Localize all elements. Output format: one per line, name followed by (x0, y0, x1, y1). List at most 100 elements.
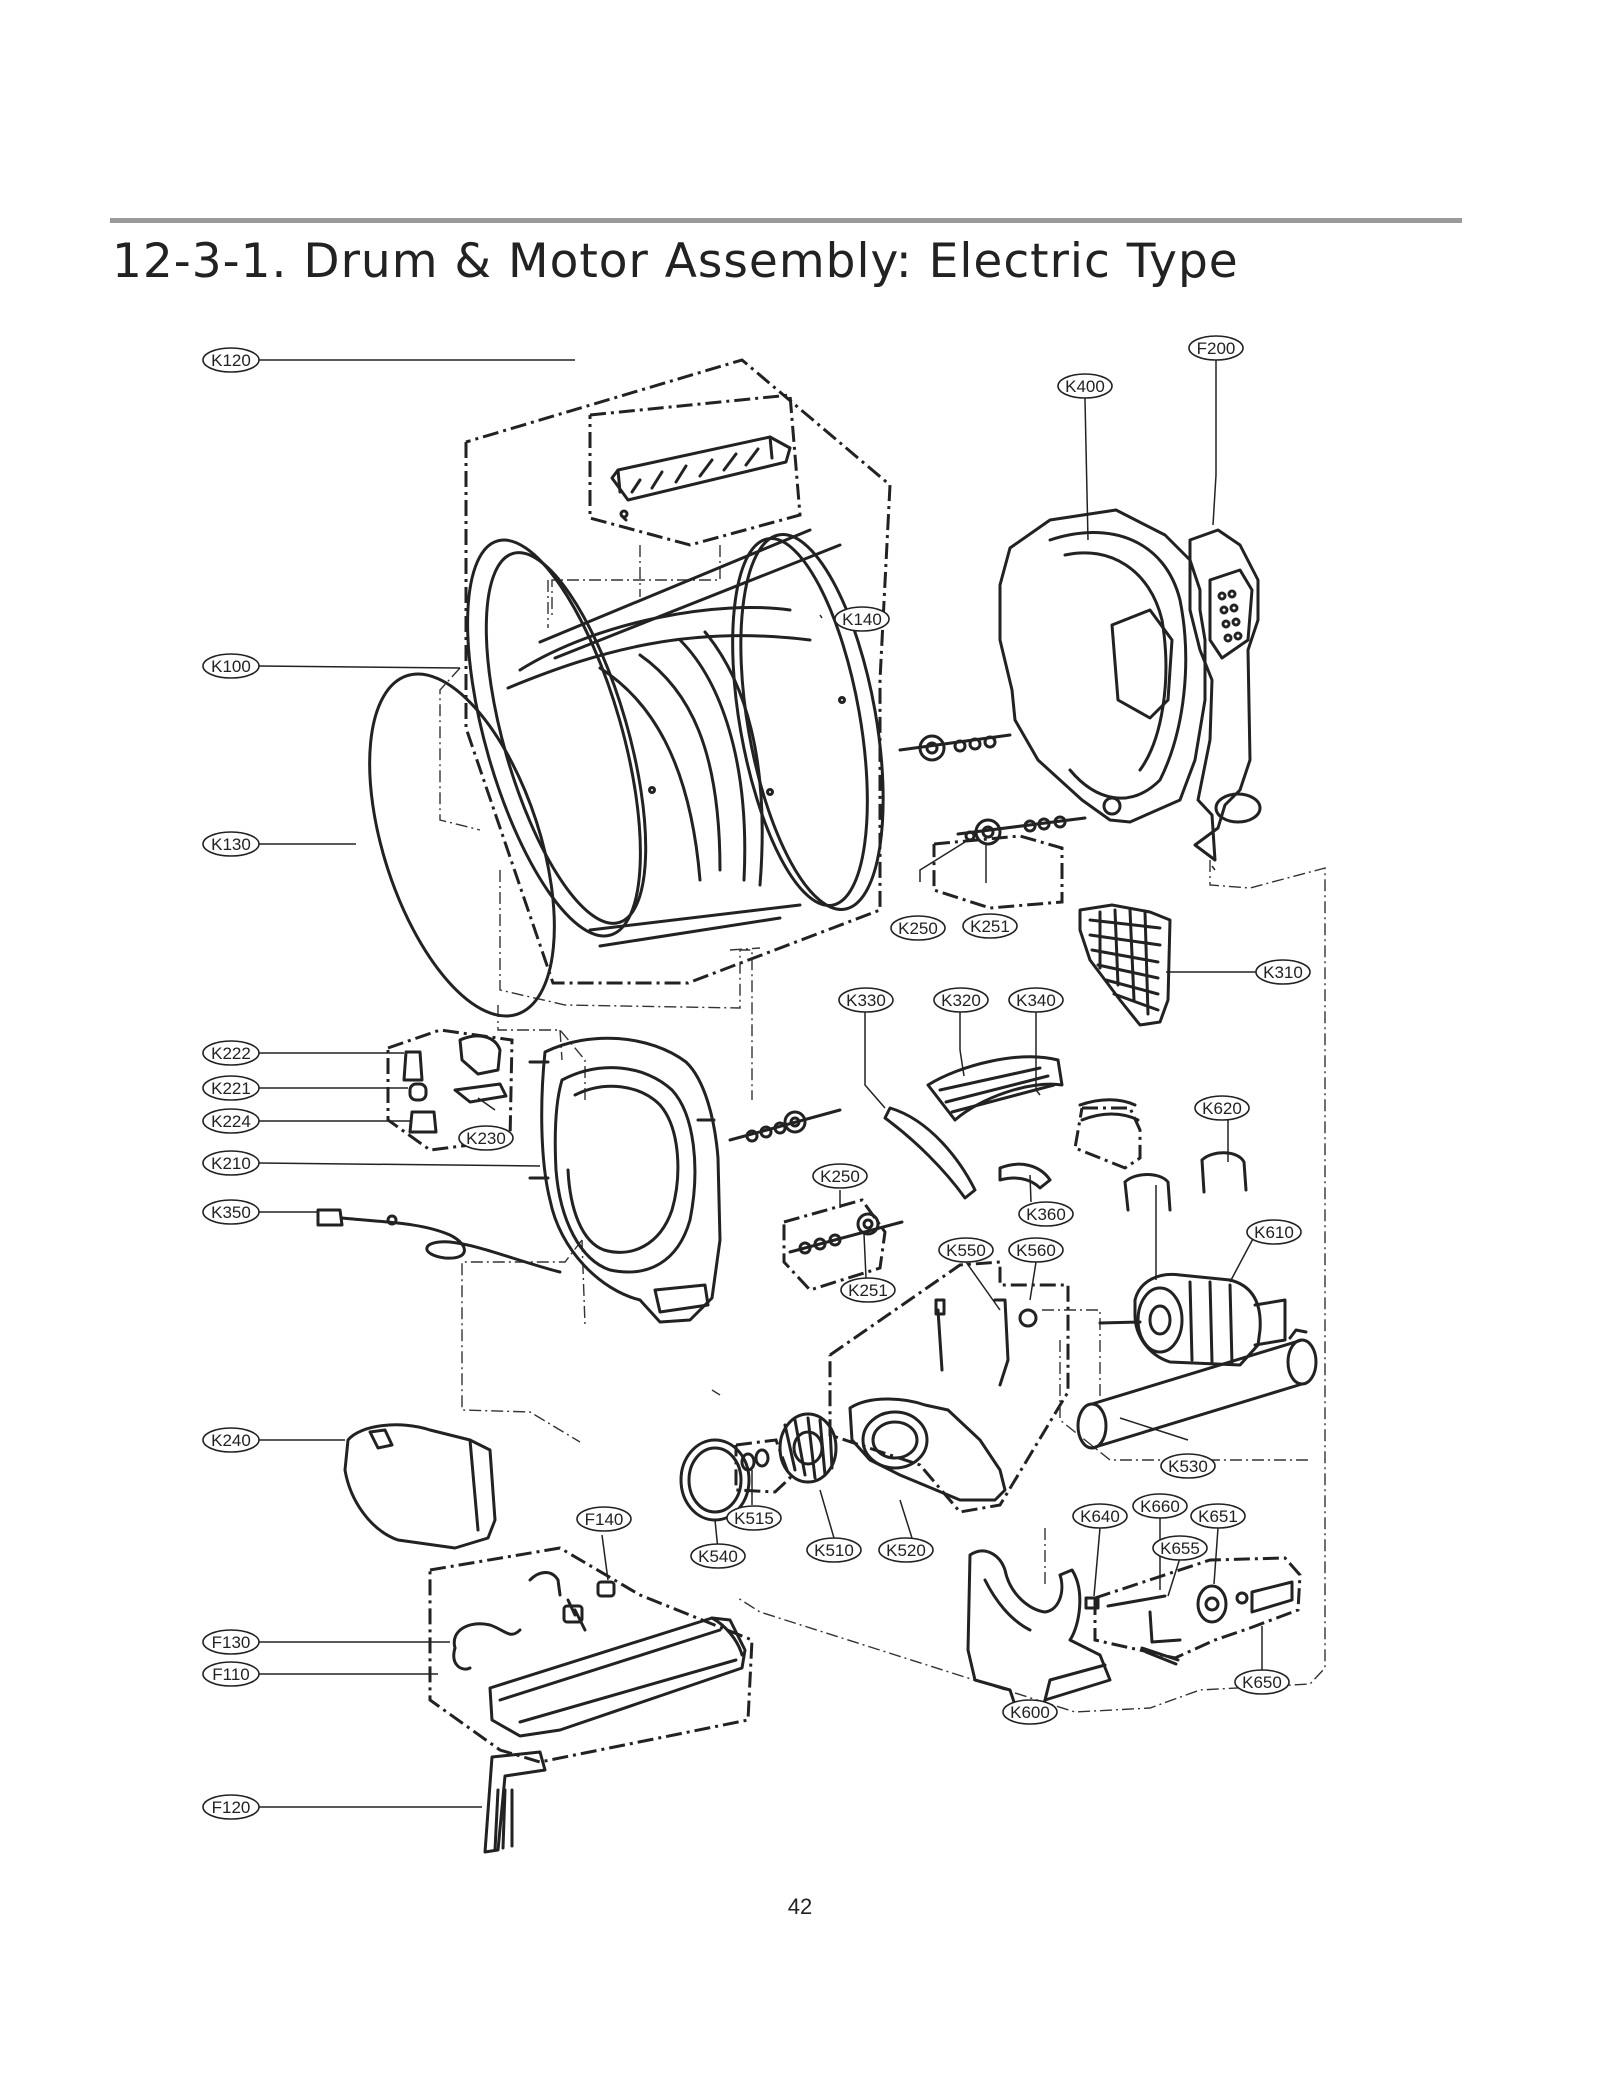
callout-K515: K515 (726, 1505, 782, 1531)
callout-label: K222 (211, 1044, 251, 1063)
callout-label: K515 (734, 1509, 774, 1528)
callout-label: K560 (1016, 1241, 1056, 1260)
callout-label: K100 (211, 657, 251, 676)
part-sketches (316, 435, 1318, 1854)
motor-part (1098, 1272, 1287, 1367)
heater-element-part (483, 1750, 547, 1854)
callout-label: K660 (1140, 1497, 1180, 1516)
callout-label: F200 (1197, 339, 1236, 358)
callout-label: K340 (1016, 991, 1056, 1010)
drum-part (466, 528, 885, 948)
callout-label: K520 (886, 1541, 926, 1560)
callout-K660: K660 (1132, 1493, 1188, 1519)
impeller-part (778, 1412, 838, 1484)
callout-label: K221 (211, 1079, 251, 1098)
callout-K210: K210 (202, 1150, 260, 1176)
callout-K651: K651 (1190, 1503, 1246, 1529)
pulley-parts (1084, 1580, 1294, 1666)
callout-K250b: K250 (812, 1163, 868, 1189)
callout-label: K530 (1168, 1457, 1208, 1476)
assembly-group-outlines (386, 358, 1302, 1764)
callout-K520: K520 (878, 1537, 934, 1563)
callout-F120: F120 (202, 1794, 260, 1820)
front-duct-part (343, 1423, 497, 1550)
callout-F200: F200 (1188, 335, 1244, 361)
callout-label: K224 (211, 1112, 251, 1131)
callout-K400: K400 (1057, 373, 1113, 399)
lint-filter-part (1078, 903, 1172, 1027)
callout-label: K650 (1242, 1673, 1282, 1692)
callout-K560: K560 (1008, 1237, 1064, 1263)
callout-K550: K550 (938, 1237, 994, 1263)
callout-label: K230 (466, 1129, 506, 1148)
drive-belt-part (368, 672, 556, 1018)
front-bulkhead-part (528, 1036, 722, 1324)
callout-label: F110 (212, 1665, 250, 1684)
callout-label: K400 (1065, 377, 1105, 396)
callout-label: K210 (211, 1154, 251, 1173)
callout-label: K610 (1254, 1223, 1294, 1242)
exhaust-duct-part (1188, 528, 1262, 862)
callout-K540: K540 (690, 1543, 746, 1569)
blower-housing-part (848, 1397, 1007, 1502)
callout-K250a: K250 (890, 915, 946, 941)
callout-K251a: K251 (962, 913, 1018, 939)
callout-label: K510 (814, 1541, 854, 1560)
page-title: 12-3-1. Drum & Motor Assembly: Electric … (112, 234, 1239, 289)
heater-duct-part (488, 1616, 747, 1738)
rear-shaft-parts (898, 733, 1087, 846)
callout-label: K140 (842, 610, 882, 629)
sensor-parts (934, 1298, 1038, 1387)
callout-label: K620 (1202, 1099, 1242, 1118)
callout-K230: K230 (458, 1125, 514, 1151)
callout-K221: K221 (202, 1075, 260, 1101)
callout-K310: K310 (1255, 959, 1311, 985)
drum-baffle-part (610, 435, 792, 522)
callout-label: K310 (1263, 963, 1303, 982)
callout-F130: F130 (202, 1629, 260, 1655)
callout-label: K250 (820, 1167, 860, 1186)
callout-K600: K600 (1002, 1699, 1058, 1725)
callout-label: K360 (1026, 1205, 1066, 1224)
callout-K610: K610 (1246, 1219, 1302, 1245)
callouts: F200 K400 K120 K140 K100 K130 K250 K251 … (202, 335, 1311, 1820)
callout-K530: K530 (1160, 1453, 1216, 1479)
callout-K650: K650 (1234, 1669, 1290, 1695)
callout-K655: K655 (1152, 1535, 1208, 1561)
lamp-parts (402, 1034, 508, 1134)
assembly-leader-paths (439, 545, 1326, 1713)
header-rule (110, 218, 1462, 223)
callout-label: K651 (1198, 1507, 1238, 1526)
rear-bulkhead-part (998, 508, 1207, 824)
callout-label: K120 (211, 351, 251, 370)
callout-label: K330 (846, 991, 886, 1010)
callout-label: K251 (848, 1281, 888, 1300)
callout-K640: K640 (1072, 1503, 1128, 1529)
exhaust-tube-part (1076, 1328, 1318, 1450)
callout-K360: K360 (1018, 1201, 1074, 1227)
callout-K130: K130 (202, 831, 260, 857)
callout-K224: K224 (202, 1108, 260, 1134)
callout-label: K600 (1010, 1703, 1050, 1722)
callout-K120: K120 (202, 347, 260, 373)
callout-label: F120 (212, 1798, 251, 1817)
callout-label: K250 (898, 919, 938, 938)
callout-K330: K330 (838, 987, 894, 1013)
callout-label: F140 (585, 1510, 624, 1529)
callout-F110: F110 (202, 1661, 260, 1687)
callout-K140: K140 (834, 606, 890, 632)
callout-label: K540 (698, 1547, 738, 1566)
callout-F140: F140 (576, 1506, 632, 1532)
callout-K510: K510 (806, 1537, 862, 1563)
motor-mount-part (966, 1549, 1112, 1717)
callout-K320: K320 (933, 987, 989, 1013)
callout-label: K350 (211, 1203, 251, 1222)
callout-label: K640 (1080, 1507, 1120, 1526)
callout-K340: K340 (1008, 987, 1064, 1013)
callout-K222: K222 (202, 1040, 260, 1066)
wire-harness-part (316, 1208, 562, 1274)
callout-label: F130 (212, 1633, 251, 1652)
callout-label: K251 (970, 917, 1010, 936)
callout-K100: K100 (202, 653, 260, 679)
